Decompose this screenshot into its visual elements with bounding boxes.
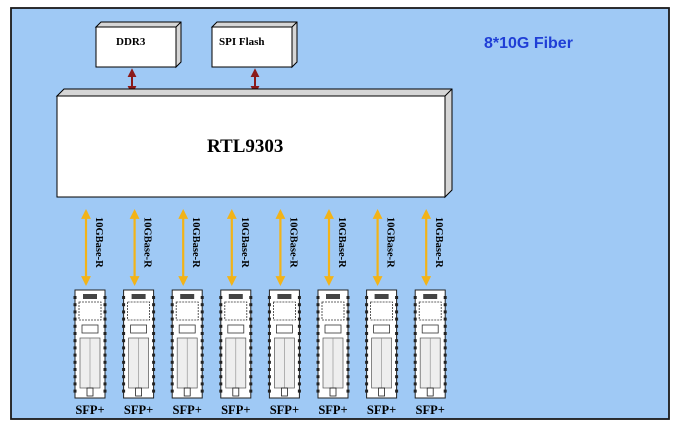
sfp-cage-icon <box>316 289 350 399</box>
port-link-label: 10GBase-R <box>142 217 153 268</box>
sfp-cage-icon <box>413 289 447 399</box>
sfp-port-5: 10GBase-R SFP+ <box>267 209 301 417</box>
sfp-cage-icon <box>170 289 204 399</box>
spi-flash-label: SPI Flash <box>219 36 265 48</box>
sfp-port-label: SFP+ <box>124 403 153 417</box>
port-link-label: 10GBase-R <box>385 217 396 268</box>
port-link-label: 10GBase-R <box>433 217 444 268</box>
rtl9303-chip: RTL9303 <box>55 88 453 199</box>
sfp-ports: 10GBase-RSFP+10GBase-RSFP+10GBase-RSFP+1… <box>73 209 447 417</box>
ddr3-label: DDR3 <box>116 36 146 48</box>
sfp-port-label: SFP+ <box>318 403 347 417</box>
port-link-label: 10GBase-R <box>287 217 298 268</box>
port-link-label: 10GBase-R <box>336 217 347 268</box>
sfp-port-label: SFP+ <box>173 403 202 417</box>
sfp-port-2: 10GBase-R SFP+ <box>122 209 156 417</box>
port-link-label: 10GBase-R <box>190 217 201 268</box>
sfp-port-label: SFP+ <box>75 403 104 417</box>
sfp-cage-icon <box>122 289 156 399</box>
sfp-port-label: SFP+ <box>416 403 445 417</box>
diagram-title: 8*10G Fiber <box>484 35 573 52</box>
sfp-port-label: SFP+ <box>367 403 396 417</box>
sfp-port-4: 10GBase-R SFP+ <box>219 209 253 417</box>
sfp-cage-icon <box>219 289 253 399</box>
ddr3-box: DDR3 <box>94 21 182 69</box>
sfp-port-label: SFP+ <box>270 403 299 417</box>
sfp-port-1: 10GBase-R SFP+ <box>73 209 107 417</box>
sfp-port-6: 10GBase-R SFP+ <box>316 209 350 417</box>
spi-flash-box: SPI Flash <box>210 21 298 69</box>
sfp-port-8: 10GBase-R SFP+ <box>413 209 447 417</box>
sfp-port-label: SFP+ <box>221 403 250 417</box>
chip-label: RTL9303 <box>207 136 283 157</box>
port-link-label: 10GBase-R <box>93 217 104 268</box>
sfp-cage-icon <box>365 289 399 399</box>
sfp-port-7: 10GBase-R SFP+ <box>365 209 399 417</box>
sfp-port-3: 10GBase-R SFP+ <box>170 209 204 417</box>
sfp-cage-icon <box>73 289 107 399</box>
sfp-cage-icon <box>267 289 301 399</box>
port-link-label: 10GBase-R <box>239 217 250 268</box>
